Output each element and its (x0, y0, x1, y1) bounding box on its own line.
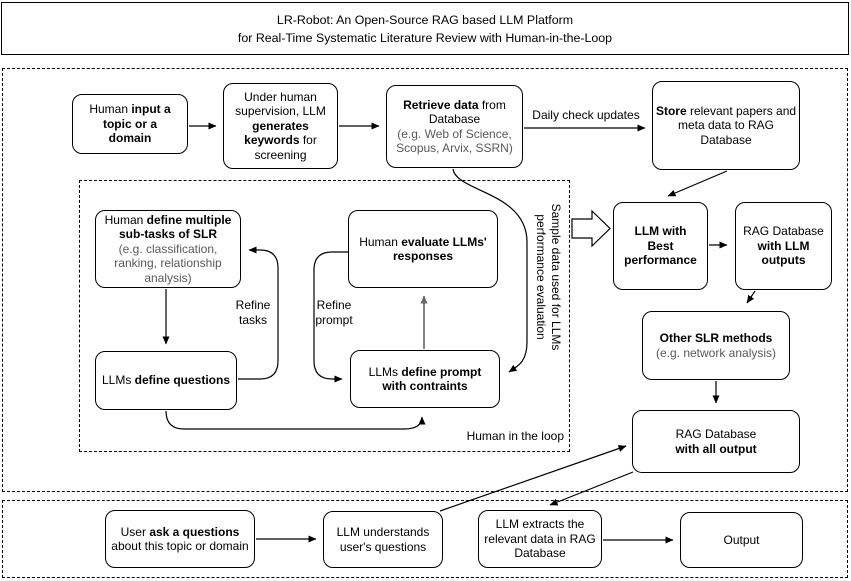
box-text: LLM with Best performance (624, 224, 697, 268)
box-text: Store relevant papers and meta data to R… (655, 103, 797, 147)
box-define-prompt: LLMs define prompt with contraints (350, 350, 500, 408)
main-flow-region (2, 68, 848, 492)
box-text: Human input a topic or a domain (89, 102, 171, 146)
box-text: Human define multiple sub-tasks of SLR(e… (97, 213, 239, 286)
label-refine-tasks: Refine tasks (235, 298, 271, 327)
box-text: User ask a questions about this topic or… (111, 524, 249, 554)
box-note: (e.g. classification, ranking, relations… (114, 241, 222, 285)
box-llm-best-performance: LLM with Best performance (613, 202, 708, 290)
box-human-evaluate: Human evaluate LLMs' responses (348, 210, 498, 288)
box-text: LLM extracts the relevant data in RAG Da… (484, 517, 596, 561)
box-note: (e.g. Web of Science, Scopus, Arvix, SSR… (396, 126, 513, 156)
human-in-the-loop-region (79, 180, 570, 452)
qa-region (2, 500, 848, 578)
label-sample-line1: Sample data used for LLMs (549, 203, 563, 351)
box-text: LLM understands user's questions (336, 525, 430, 554)
box-store-papers: Store relevant papers and meta data to R… (652, 81, 800, 170)
box-generate-keywords: Under human supervision, LLM generates k… (223, 83, 338, 169)
box-llm-extracts: LLM extracts the relevant data in RAG Da… (478, 510, 602, 568)
box-text: Output (723, 532, 760, 547)
box-define-subtasks: Human define multiple sub-tasks of SLR(e… (95, 210, 241, 288)
box-input-topic: Human input a topic or a domain (72, 94, 188, 154)
box-llm-understands: LLM understands user's questions (323, 511, 443, 568)
label-sample-data: Sample data used for LLMs performance ev… (531, 192, 563, 362)
box-retrieve-data: Retrieve data from Database(e.g. Web of … (386, 85, 523, 168)
box-text: Under human supervision, LLM generates k… (235, 89, 326, 162)
title-line-1: LR-Robot: An Open-Source RAG based LLM P… (276, 12, 574, 27)
title-bar: LR-Robot: An Open-Source RAG based LLM P… (1, 2, 849, 55)
box-note: (e.g. network analysis) (655, 345, 777, 360)
box-other-slr-methods: Other SLR methods(e.g. network analysis) (642, 311, 790, 380)
label-human-in-the-loop: Human in the loop (466, 429, 564, 443)
box-define-questions: LLMs define questions (95, 351, 237, 410)
title-line-2: for Real-Time Systematic Literature Revi… (237, 30, 613, 45)
label-daily-check-updates: Daily check updates (532, 108, 640, 122)
box-user-ask: User ask a questions about this topic or… (105, 510, 255, 568)
box-output: Output (680, 512, 803, 568)
box-text: LLMs define prompt with contraints (368, 364, 482, 394)
label-refine-prompt: Refine prompt (315, 298, 353, 327)
box-text: Other SLR methods(e.g. network analysis) (655, 331, 777, 360)
box-text: Retrieve data from Database(e.g. Web of … (389, 98, 520, 156)
box-text: Human evaluate LLMs' responses (359, 234, 487, 264)
box-text: LLMs define questions (101, 373, 231, 388)
label-sample-line2: performance evaluation (534, 214, 548, 340)
